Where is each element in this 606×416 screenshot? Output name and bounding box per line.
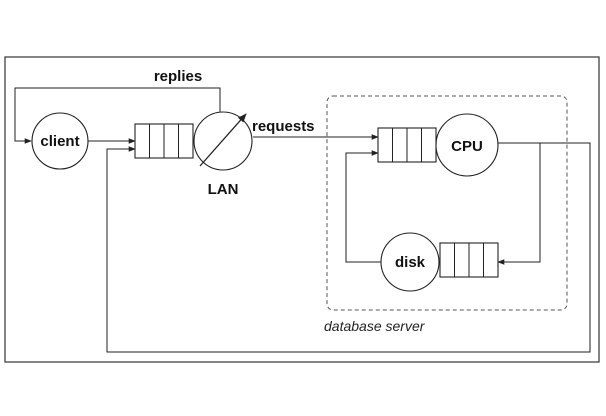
requests-label: requests [252, 118, 315, 135]
database-server-label: database server [324, 318, 426, 334]
disk-queue [439, 242, 499, 278]
replies-path [14, 87, 221, 144]
lan-label: LAN [208, 181, 239, 198]
database-server-boundary [326, 95, 568, 311]
disk-node [380, 232, 440, 292]
cpu-queue [377, 127, 437, 163]
lan-queue [134, 123, 194, 159]
cpu-node [435, 113, 499, 177]
cpu-to-disk-arrow [497, 143, 541, 265]
replies-label: replies [154, 68, 202, 85]
client-node [31, 112, 89, 170]
client-label: client [40, 133, 79, 150]
outer-frame [4, 56, 600, 363]
lan-node [193, 111, 253, 171]
return-path [106, 142, 591, 353]
disk-to-cpu-arrow [345, 150, 381, 263]
disk-label: disk [395, 254, 426, 271]
cpu-label: CPU [451, 138, 483, 155]
lan-variable-rate-arrow [199, 113, 247, 167]
